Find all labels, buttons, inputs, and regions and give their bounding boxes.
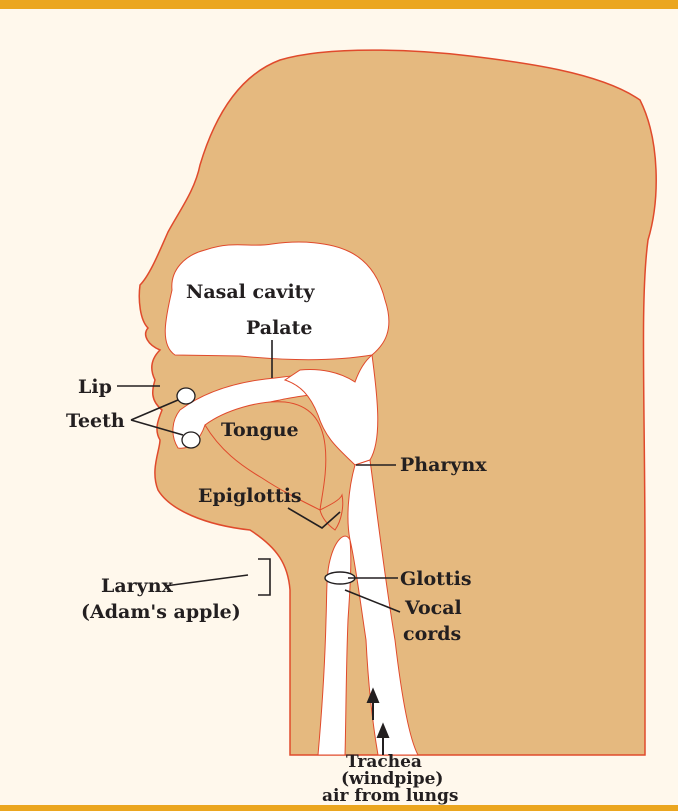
- label-air-from-lungs: air from lungs: [322, 786, 459, 806]
